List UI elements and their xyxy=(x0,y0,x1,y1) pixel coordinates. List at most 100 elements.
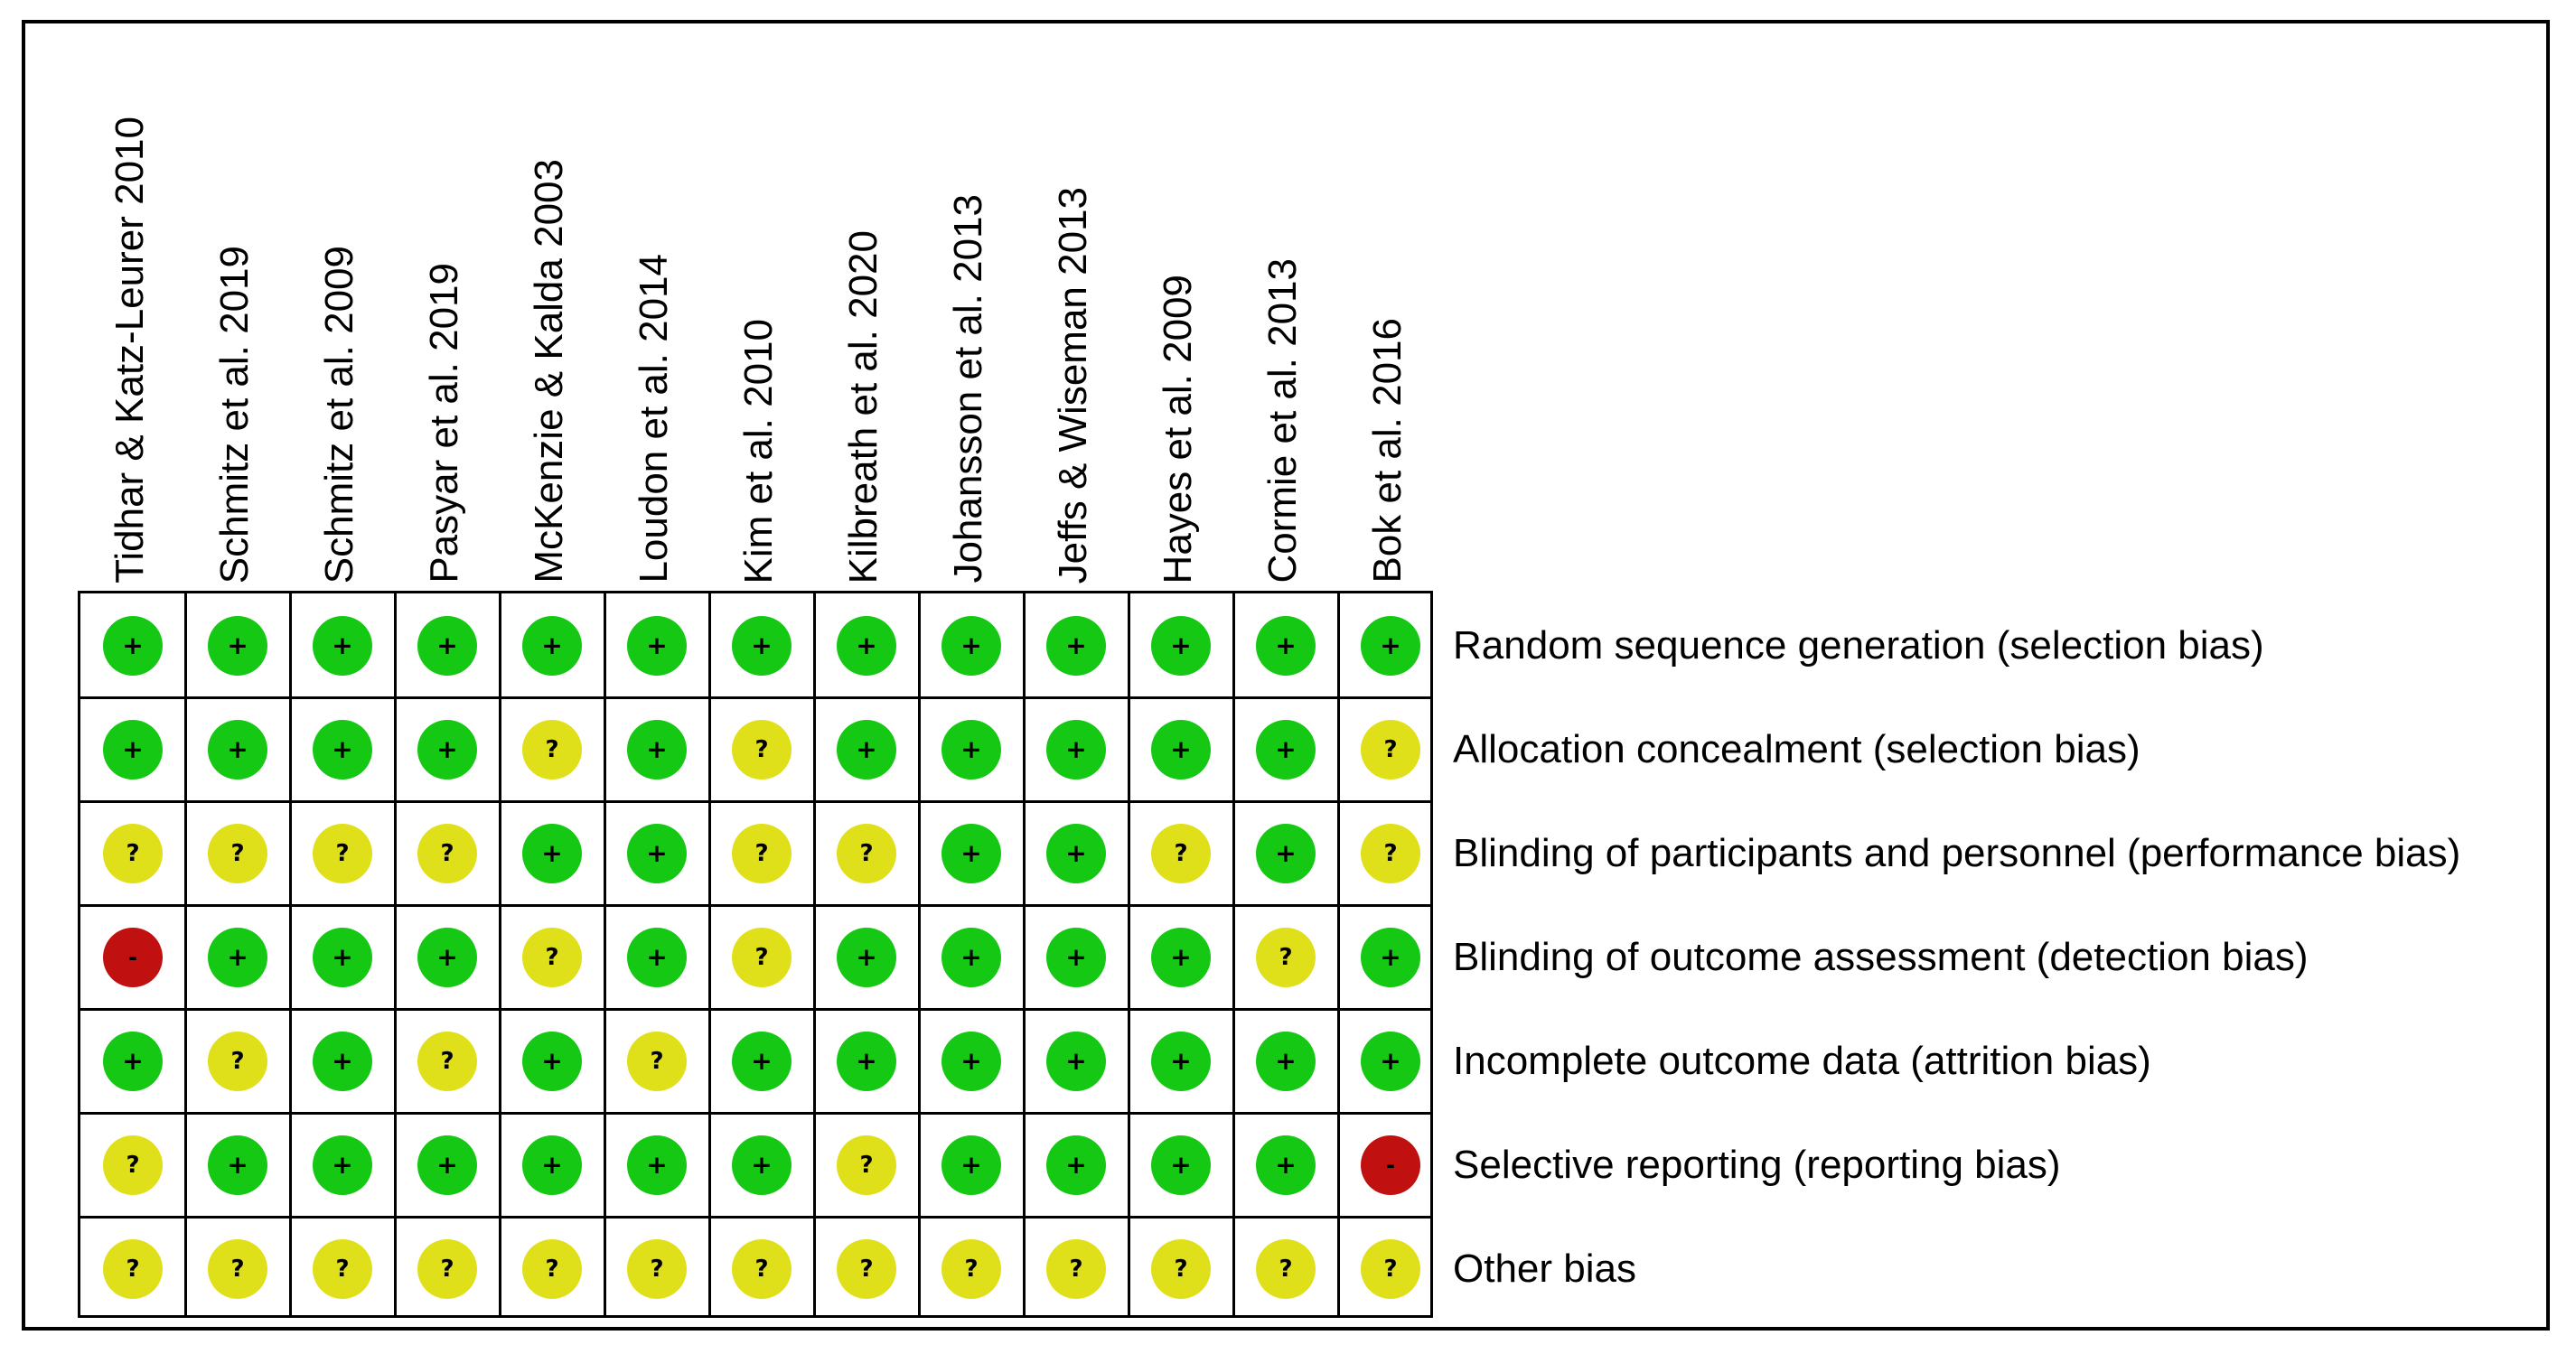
judgement-cell: + xyxy=(500,1113,604,1217)
low-risk-dot: + xyxy=(1256,1135,1316,1195)
judgement-cell: + xyxy=(1024,1009,1129,1113)
grid-row-divider xyxy=(80,799,1430,803)
unclear-risk-dot: ? xyxy=(208,1031,267,1091)
judgement-cell: + xyxy=(919,905,1024,1009)
judgement-cell: ? xyxy=(1129,1217,1233,1321)
low-risk-dot: + xyxy=(1046,719,1106,780)
judgement-cell: + xyxy=(709,1113,814,1217)
judgement-cell: + xyxy=(1338,593,1443,697)
judgement-cell: + xyxy=(814,1009,919,1113)
judgement-cell: ? xyxy=(500,1217,604,1321)
low-risk-dot: + xyxy=(1046,1031,1106,1091)
low-risk-dot: + xyxy=(313,1031,372,1091)
low-risk-dot: + xyxy=(732,1135,792,1195)
study-label-text: Johansson et al. 2013 xyxy=(946,194,990,584)
judgement-cell: + xyxy=(709,593,814,697)
judgement-cell: + xyxy=(185,1113,290,1217)
unclear-risk-dot: ? xyxy=(627,1031,687,1091)
study-label-text: Pasyar et al. 2019 xyxy=(422,263,466,584)
low-risk-dot: + xyxy=(208,1135,267,1195)
unclear-risk-dot: ? xyxy=(837,823,896,883)
study-label: Tidhar & Katz-Leurer 2010 xyxy=(78,60,183,584)
low-risk-dot: + xyxy=(732,615,792,676)
judgement-cell: + xyxy=(1338,1009,1443,1113)
study-label-text: Hayes et al. 2009 xyxy=(1156,274,1200,584)
grid-column-divider xyxy=(1127,593,1130,1315)
unclear-risk-dot: ? xyxy=(522,719,582,780)
judgement-cell: + xyxy=(919,697,1024,801)
unclear-risk-dot: ? xyxy=(837,1238,896,1299)
domain-label: Other bias xyxy=(1453,1246,1636,1291)
judgement-cell: + xyxy=(1338,905,1443,1009)
study-label-text: Kim et al. 2010 xyxy=(736,318,781,584)
judgement-cell: ? xyxy=(919,1217,1024,1321)
study-label: Schmitz et al. 2009 xyxy=(287,60,392,584)
judgement-cell: ? xyxy=(500,697,604,801)
high-risk-dot: - xyxy=(1361,1135,1420,1195)
judgement-cell: ? xyxy=(80,1113,185,1217)
low-risk-dot: + xyxy=(417,615,477,676)
low-risk-dot: + xyxy=(1046,823,1106,883)
judgement-cell: + xyxy=(185,593,290,697)
bias-row: ?++++++?++++- xyxy=(80,1113,1430,1217)
grid-column-divider xyxy=(707,593,711,1315)
unclear-risk-dot: ? xyxy=(208,823,267,883)
grid-row-divider xyxy=(80,1111,1430,1115)
unclear-risk-dot: ? xyxy=(313,1238,372,1299)
bias-row: ++++?+?+++++? xyxy=(80,697,1430,801)
judgement-cell: + xyxy=(395,593,500,697)
low-risk-dot: + xyxy=(1046,1135,1106,1195)
low-risk-dot: + xyxy=(313,615,372,676)
study-label-text: Jeffs & Wiseman 2013 xyxy=(1051,186,1095,584)
judgement-cell: + xyxy=(500,801,604,905)
judgement-cell: ? xyxy=(500,905,604,1009)
judgement-cell: + xyxy=(919,593,1024,697)
judgement-cell: ? xyxy=(290,1217,395,1321)
judgement-cell: ? xyxy=(814,801,919,905)
judgement-cell: + xyxy=(290,697,395,801)
low-risk-dot: + xyxy=(941,1031,1001,1091)
judgement-cell: + xyxy=(1024,593,1129,697)
judgement-cell: ? xyxy=(80,801,185,905)
judgement-cell: + xyxy=(604,697,709,801)
study-label-text: Loudon et al. 2014 xyxy=(632,254,676,584)
judgement-cell: + xyxy=(1024,801,1129,905)
judgement-cell: ? xyxy=(395,1217,500,1321)
low-risk-dot: + xyxy=(627,615,687,676)
low-risk-dot: + xyxy=(837,927,896,987)
judgement-cell: ? xyxy=(1233,1217,1338,1321)
unclear-risk-dot: ? xyxy=(627,1238,687,1299)
judgement-cell: + xyxy=(80,1009,185,1113)
judgement-cell: + xyxy=(1233,593,1338,697)
low-risk-dot: + xyxy=(103,615,163,676)
judgement-cell: + xyxy=(185,697,290,801)
low-risk-dot: + xyxy=(208,719,267,780)
grid-column-divider xyxy=(603,593,606,1315)
judgement-cell: + xyxy=(604,593,709,697)
judgement-cell: + xyxy=(80,697,185,801)
judgement-cell: + xyxy=(1024,905,1129,1009)
low-risk-dot: + xyxy=(1361,1031,1420,1091)
low-risk-dot: + xyxy=(1151,927,1211,987)
study-label: Johansson et al. 2013 xyxy=(916,60,1021,584)
judgement-cell: ? xyxy=(290,801,395,905)
low-risk-dot: + xyxy=(837,615,896,676)
judgement-cell: + xyxy=(1233,1113,1338,1217)
low-risk-dot: + xyxy=(1361,615,1420,676)
unclear-risk-dot: ? xyxy=(1361,1238,1420,1299)
judgement-cell: + xyxy=(1024,1113,1129,1217)
domain-label: Blinding of participants and personnel (… xyxy=(1453,830,2461,875)
study-label-text: Schmitz et al. 2009 xyxy=(317,245,361,584)
low-risk-dot: + xyxy=(522,1031,582,1091)
unclear-risk-dot: ? xyxy=(941,1238,1001,1299)
judgement-cell: + xyxy=(290,905,395,1009)
low-risk-dot: + xyxy=(1046,615,1106,676)
low-risk-dot: + xyxy=(313,927,372,987)
judgement-cell: + xyxy=(604,801,709,905)
domain-label: Incomplete outcome data (attrition bias) xyxy=(1453,1038,2151,1083)
low-risk-dot: + xyxy=(941,1135,1001,1195)
low-risk-dot: + xyxy=(1256,823,1316,883)
judgement-cell: ? xyxy=(709,905,814,1009)
judgement-cell: ? xyxy=(185,1009,290,1113)
unclear-risk-dot: ? xyxy=(417,1031,477,1091)
